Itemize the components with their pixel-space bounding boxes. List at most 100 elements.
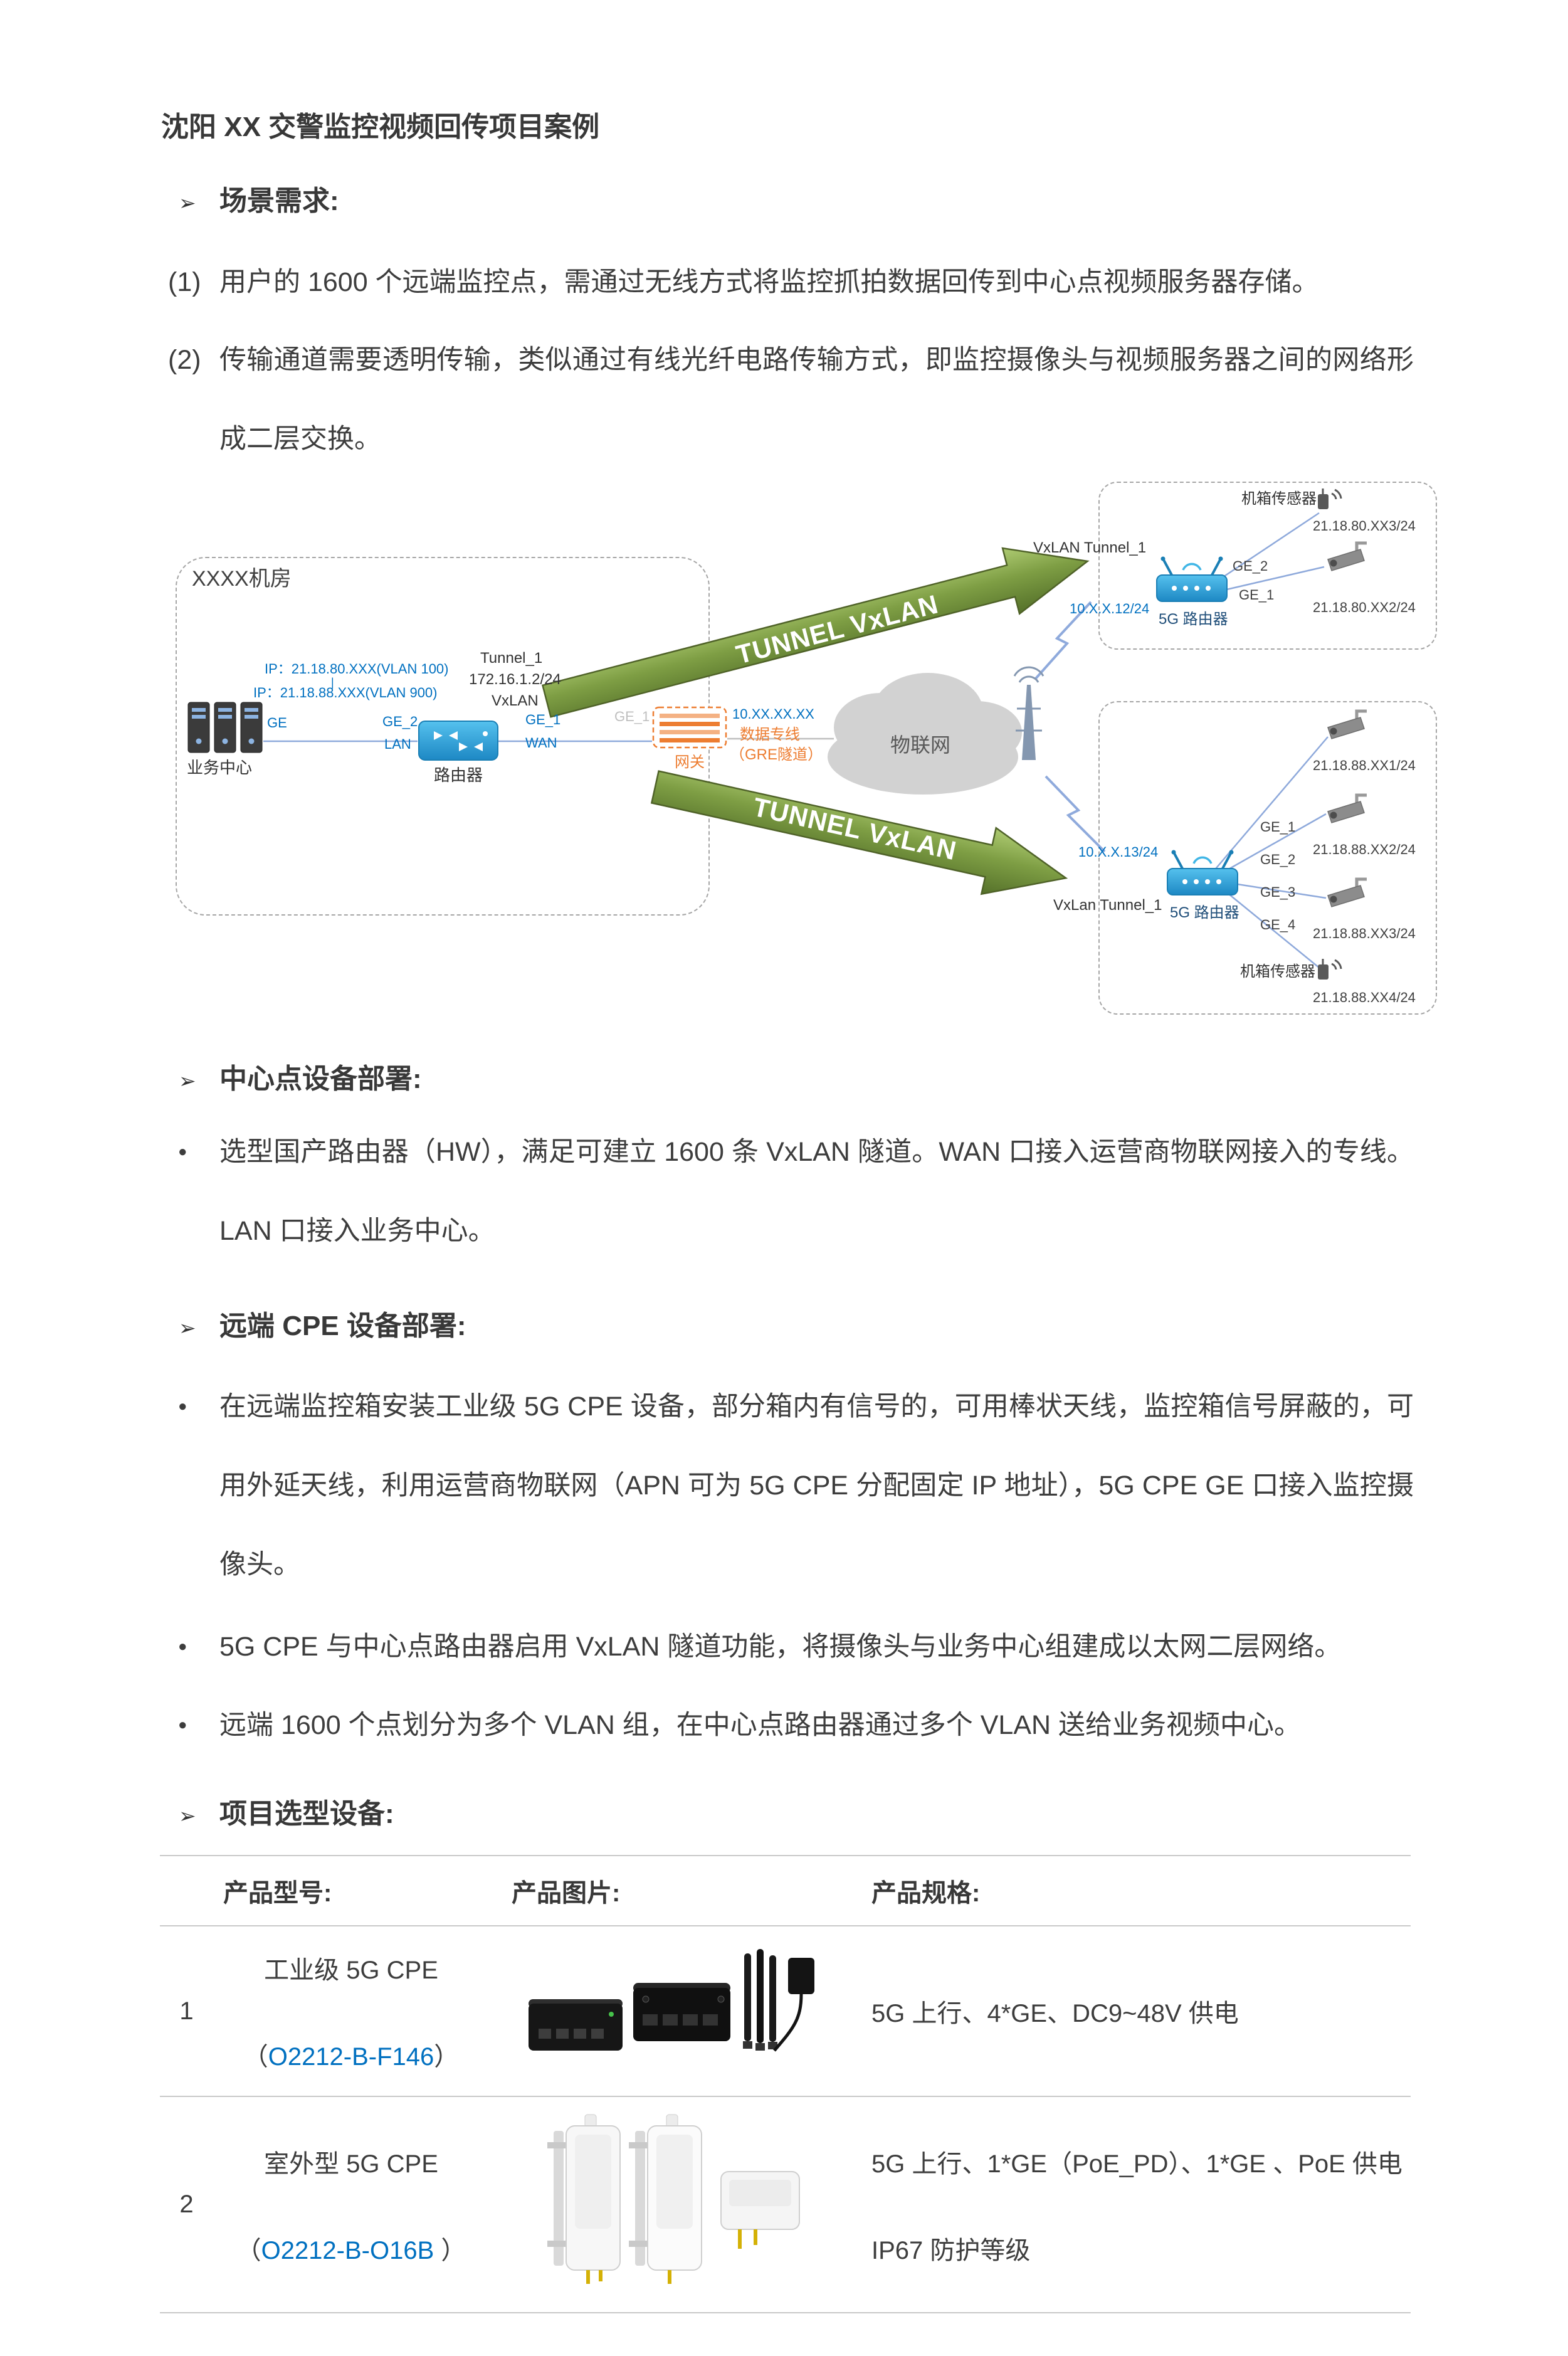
outdoor-unit-3: [720, 2171, 800, 2249]
gateway-ip-label: 10.XX.XX.XX: [732, 706, 814, 722]
model-name: 工业级 5G CPE: [264, 1957, 438, 1984]
site1-sensor-label: 机箱传感器: [1241, 490, 1317, 507]
sensor-icon: [1317, 487, 1342, 510]
spec-line: 5G 上行、1*GE（PoE_PD）、1*GE 、PoE 供电: [871, 2150, 1402, 2178]
tunnel-name-label: Tunnel_1: [480, 650, 543, 667]
arrow-bullet-icon: ➢: [179, 1804, 196, 1827]
sensor-icon: [1317, 958, 1342, 981]
camera-icon: [1328, 879, 1367, 907]
remote-site2-box: [1098, 701, 1437, 1015]
paren-open: （: [243, 2043, 268, 2071]
outdoor-cpe-image: [547, 2114, 800, 2284]
site2-ge1-label: GE_1: [1260, 819, 1296, 835]
ge2-port-label: GE_2: [382, 714, 418, 729]
site2-ge2-label: GE_2: [1260, 852, 1296, 867]
model-cell: 工业级 5G CPE （O2212-B-F146）: [213, 1926, 489, 2097]
cpe-deploy-bullet-2: ● 5G CPE 与中心点路由器启用 VxLAN 隧道功能，将摄像头与业务中心组…: [178, 1607, 1414, 1686]
bullet-text: 5G CPE 与中心点路由器启用 VxLAN 隧道功能，将摄像头与业务中心组建成…: [219, 1632, 1342, 1662]
site1-camera-ip: 21.18.80.XX2/24: [1313, 600, 1416, 615]
paren-close: ）: [434, 2236, 466, 2264]
site2-ge4-label: GE_4: [1260, 917, 1296, 932]
item-number: (2): [168, 345, 201, 375]
server-icons: [187, 702, 263, 753]
arrow-bullet-icon: ➢: [179, 191, 196, 214]
col-header-image: 产品图片:: [489, 1855, 853, 1926]
site2-camera1-ip: 21.18.88.XX1/24: [1313, 758, 1416, 773]
site1-ge1-label: GE_1: [1239, 587, 1275, 603]
ge1-port-label: GE_1: [525, 712, 561, 727]
site1-router-ip: 10.X.X.12/24: [1070, 601, 1150, 616]
section-heading-scene: ➢ 场景需求:: [179, 178, 339, 218]
spec-cell: 5G 上行、1*GE（PoE_PD）、1*GE 、PoE 供电 IP67 防护等…: [853, 2096, 1411, 2313]
cpe-device-1: [529, 1999, 623, 2051]
model-cell: 室外型 5G CPE （O2212-B-O16B ）: [213, 2096, 489, 2313]
site2-camera3-ip: 21.18.88.XX3/24: [1313, 926, 1416, 941]
model-code-text: O2212-B-F146: [268, 2043, 434, 2071]
site2-router-label: 5G 路由器: [1170, 904, 1239, 921]
site2-router-ip: 10.X.X.13/24: [1078, 844, 1159, 860]
tunnel-ip-label: 172.16.1.2/24: [469, 671, 561, 688]
antennas: [743, 1948, 777, 2051]
arrow-bullet-icon: ➢: [179, 1069, 196, 1092]
ge1-gray-label: GE_1: [614, 709, 650, 724]
section-heading-text: 远端 CPE 设备部署:: [219, 1311, 466, 1341]
table-row-outdoor-cpe: 2 室外型 5G CPE （O2212-B-O16B ）: [160, 2096, 1411, 2313]
paren-close: ）: [434, 2043, 460, 2071]
network-diagram: TUNNEL VxLAN TUNNEL VxLAN XXXX机房 IP：21.1…: [0, 458, 1568, 1035]
spec-cell: 5G 上行、4*GE、DC9~48V 供电: [853, 1926, 1411, 2097]
ip-separator: |: [331, 676, 334, 689]
site2-tunnel-label: VxLan Tunnel_1: [1053, 897, 1162, 914]
spec-line: IP67 防护等级: [871, 2236, 1031, 2264]
gre-tunnel-label: （GRE隧道）: [730, 746, 823, 763]
row-number: 1: [160, 1926, 213, 2097]
camera-icon: [1328, 543, 1367, 571]
gateway-icon: [652, 706, 727, 749]
scene-item-2: (2) 传输通道需要透明传输，类似通过有线光纤电路传输方式，即监控摄像头与视频服…: [168, 320, 1414, 478]
site2-sensor-label: 机箱传感器: [1240, 963, 1315, 980]
model-code: （O2212-B-O16B ）: [213, 2230, 489, 2266]
center-deploy-bullet-1: ● 选型国产路由器（HW），满足可建立 1600 条 VxLAN 隧道。WAN …: [178, 1112, 1414, 1270]
diagram-graphics: [187, 487, 1568, 981]
site1-sensor-ip: 21.18.80.XX3/24: [1313, 518, 1416, 534]
section-heading-text: 中心点设备部署:: [219, 1064, 422, 1094]
cpe-deploy-bullet-1: ● 在远端监控箱安装工业级 5G CPE 设备，部分箱内有信号的，可用棒状天线，…: [178, 1367, 1414, 1604]
scene-item-1: (1) 用户的 1600 个远端监控点，需通过无线方式将监控抓拍数据回传到中心点…: [168, 243, 1414, 322]
dot-bullet-icon: ●: [178, 1143, 187, 1160]
model-name: 室外型 5G CPE: [264, 2150, 438, 2178]
5g-router-icon-site1: [1155, 555, 1228, 603]
business-center-label: 业务中心: [187, 758, 253, 777]
dot-bullet-icon: ●: [178, 1716, 187, 1733]
col-header-spec: 产品规格:: [853, 1855, 1411, 1926]
5g-router-icon-site2: [1166, 848, 1239, 896]
site1-router-label: 5G 路由器: [1159, 611, 1228, 628]
cpe-deploy-bullet-3: ● 远端 1600 个点划分为多个 VLAN 组，在中心点路由器通过多个 VLA…: [178, 1686, 1414, 1765]
lightning-icon: [1034, 601, 1106, 853]
ge-port-label: GE: [267, 715, 287, 731]
outdoor-unit-2: [629, 2114, 702, 2284]
section-heading-text: 场景需求:: [219, 186, 339, 216]
camera-icon: [1328, 711, 1367, 739]
vlan100-ip-label: IP：21.18.80.XXX(VLAN 100): [265, 661, 449, 677]
camera-icon: [1328, 795, 1367, 823]
iot-cloud-label: 物联网: [890, 734, 951, 756]
tunnel-type-label: VxLAN: [492, 692, 539, 709]
item-text: 传输通道需要透明传输，类似通过有线光纤电路传输方式，即监控摄像头与视频服务器之间…: [219, 345, 1414, 454]
tunnel-arrow-bottom: [650, 770, 1068, 895]
tunnel-arrow-top: [541, 547, 1090, 718]
outdoor-unit-1: [547, 2114, 621, 2284]
product-table: 产品型号: 产品图片: 产品规格: 1 工业级 5G CPE （O2212-B-…: [160, 1855, 1411, 2313]
room-title: XXXX机房: [192, 567, 292, 591]
site2-ge3-label: GE_3: [1260, 884, 1296, 900]
lan-port-label: LAN: [384, 736, 411, 752]
bullet-text: 在远端监控箱安装工业级 5G CPE 设备，部分箱内有信号的，可用棒状天线，监控…: [219, 1392, 1414, 1580]
core-router-label: 路由器: [434, 766, 483, 784]
model-code: （O2212-B-F146）: [213, 2036, 489, 2073]
table-header-row: 产品型号: 产品图片: 产品规格:: [160, 1855, 1411, 1926]
antenna-tower-icon: [1013, 666, 1044, 760]
header-empty-cell: [160, 1855, 213, 1926]
connector-lines: [263, 512, 1329, 971]
table-row-industrial-cpe: 1 工业级 5G CPE （O2212-B-F146）: [160, 1926, 1411, 2097]
dot-bullet-icon: ●: [178, 1398, 187, 1415]
paren-open: （: [236, 2236, 261, 2264]
